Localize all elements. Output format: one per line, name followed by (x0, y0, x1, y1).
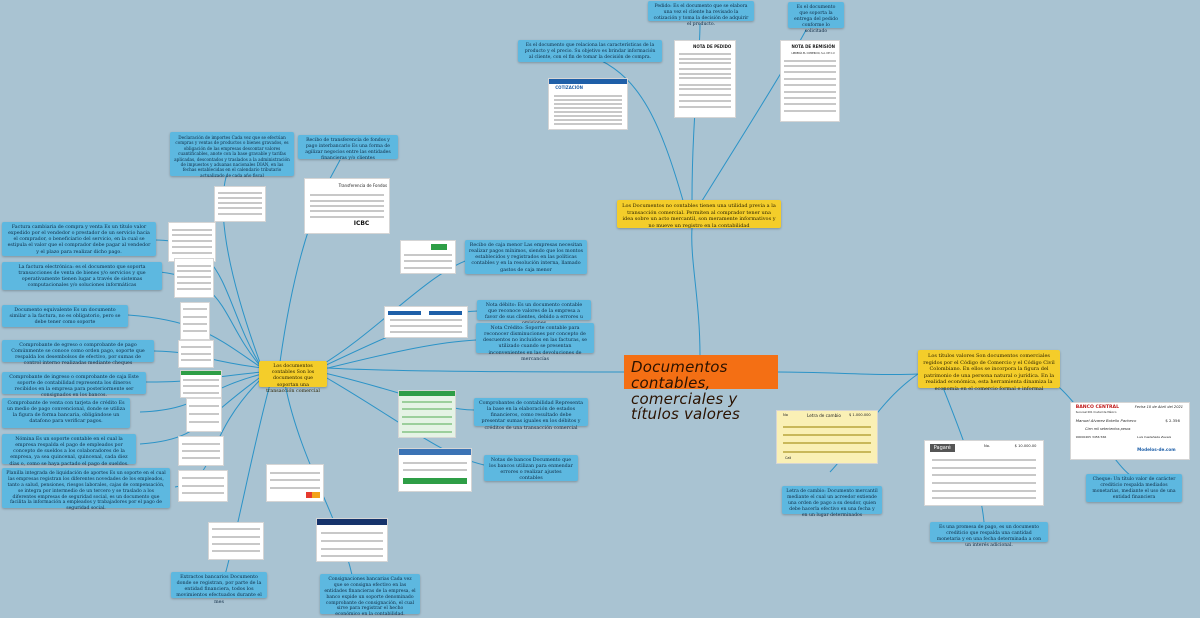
cheque-signer: Luis Castañeda Zavala (1137, 435, 1172, 440)
note-recibo-caja: Recibo de caja menor Las empresas necesi… (465, 240, 587, 274)
equivalente-document-image (180, 302, 210, 340)
note-comprobante-egreso: Comprobante de egreso o comprobante de p… (2, 340, 154, 366)
cheque-account: 90000465 3456 566 (1075, 435, 1107, 440)
cheque-city: Sucursal 001 Ciudad de México (1075, 410, 1117, 414)
branch-documentos-contables: Los documentos contables Son los documen… (259, 361, 327, 394)
note-comprobante-ingreso: Comprobante de ingreso o comprobante de … (2, 372, 146, 398)
note-declaracion-importacion: Declaración de importes Cada vez que se … (170, 132, 294, 178)
remision-subtitle: LIBRERÍA EL COMERCIO, S.A. DE C.V. (791, 52, 836, 56)
pagare-amount: $ 10.000.00 (1014, 443, 1037, 448)
pedido-title: NOTA DE PEDIDO (693, 44, 732, 50)
cheque-bank: BANCO CENTRAL (1075, 405, 1120, 411)
factura-document-image (168, 222, 216, 262)
tarjeta-document-image (186, 398, 222, 432)
note-comprobante-contabilidad: Comprobantes de contabilidad Representa … (474, 398, 588, 431)
note-comprobante-tarjeta: Comprobante de venta con tarjeta de créd… (2, 398, 130, 428)
pedido-document-image: NOTA DE PEDIDO (674, 40, 736, 118)
cheque-date: Fecha 10 de Abril del 2021 (1134, 405, 1184, 410)
nota-debito-credito-image (384, 306, 468, 338)
note-notas-bancarias: Notas de bancos Documento que los bancos… (484, 455, 578, 481)
note-transferencia: Recibo de transferencia de fondos y pago… (298, 135, 398, 161)
factura-electronica-document-image (174, 258, 214, 298)
letra-cambio-label: Letra de cambio (807, 413, 841, 419)
note-nota-credito: Nota Crédito: Soporte contable para reco… (476, 323, 594, 362)
note-extractos: Extractos bancarios Documento donde se r… (171, 572, 267, 605)
branch-documentos-comerciales: Los Documentos no contables tienen una u… (617, 200, 781, 229)
note-documento-equivalente: Documento equivalente Es un documento si… (2, 305, 128, 327)
cheque-amount: $ 2.356 (1165, 418, 1180, 424)
pagare-title: Pagaré (929, 443, 955, 452)
cheque-words: Cien mil setecientos pesos (1085, 426, 1131, 431)
comprobante-contabilidad-image (398, 390, 456, 438)
transferencia-document-image: Transferencia de Fondos ICBC (304, 178, 390, 234)
remision-document-image: NOTA DE REMISIÓN LIBRERÍA EL COMERCIO, S… (780, 40, 840, 122)
note-remision: Es el documento que soporta la entrega d… (788, 2, 844, 34)
icbc-logo: ICBC (353, 220, 370, 228)
cheque-footer: Modelos-de.com (1137, 446, 1176, 452)
letra-cambio-city: Cali (785, 455, 792, 460)
note-pagare: Es una promesa de pago, es un documento … (930, 522, 1048, 548)
note-factura-electronica: La factura electrónica: es el documento … (2, 262, 162, 290)
cheque-image: BANCO CENTRAL Fecha 10 de Abril del 2021… (1070, 402, 1190, 460)
letra-cambio-amount: $ 1.000.000 (849, 413, 871, 418)
note-letra-cambio: Letra de cambio: Documento mercantil med… (782, 486, 882, 518)
branch-titulos-valores: Los títulos valores Son documentos comer… (918, 350, 1060, 392)
note-nota-debito: Nota débito: Es un documento contable qu… (477, 300, 591, 326)
tarjeta-voucher-image (266, 464, 324, 502)
egreso-document-image (178, 340, 214, 368)
note-cheque: Cheque: Un título valor de carácter cred… (1086, 474, 1182, 502)
cotizacion-title: COTIZACIÓN (555, 85, 583, 90)
nomina-document-image (178, 436, 224, 466)
pagare-image: Pagaré No. $ 10.000.00 (924, 440, 1044, 506)
transferencia-title: Transferencia de Fondos (338, 183, 388, 189)
remision-title: NOTA DE REMISIÓN (791, 44, 835, 50)
note-planilla: Planilla integrada de liquidación de apo… (2, 468, 170, 511)
note-consignaciones: Consignaciones bancarias Cada vez que se… (320, 574, 420, 617)
letra-cambio-image: Letra de cambio No $ 1.000.000 Cali (776, 410, 878, 464)
note-cotizacion: Es el documento que relaciona las caract… (518, 40, 662, 62)
central-topic: Documentos contables, comerciales y títu… (624, 355, 778, 422)
declaracion-document-image (214, 186, 266, 222)
pagare-number: No. (984, 443, 990, 448)
extractos-document-image (208, 522, 264, 560)
cotizacion-document-image: COTIZACIÓN (548, 78, 628, 130)
recibo-caja-document-image (400, 240, 456, 274)
note-pedido: Pedido: Es el documento que se elabora u… (648, 1, 754, 27)
letra-cambio-number: No (783, 413, 788, 418)
notas-bancarias-image (398, 448, 472, 492)
ingreso-document-image (180, 370, 222, 398)
cheque-payee: Manuel Alvarez Botello Pacheco (1075, 418, 1137, 424)
note-nomina: Nómina Es un soporte contable en el cual… (2, 434, 136, 467)
consignacion-document-image (316, 518, 388, 562)
planilla-document-image (178, 470, 228, 502)
note-factura: Factura cambiaria de compra y venta Es u… (2, 222, 156, 256)
